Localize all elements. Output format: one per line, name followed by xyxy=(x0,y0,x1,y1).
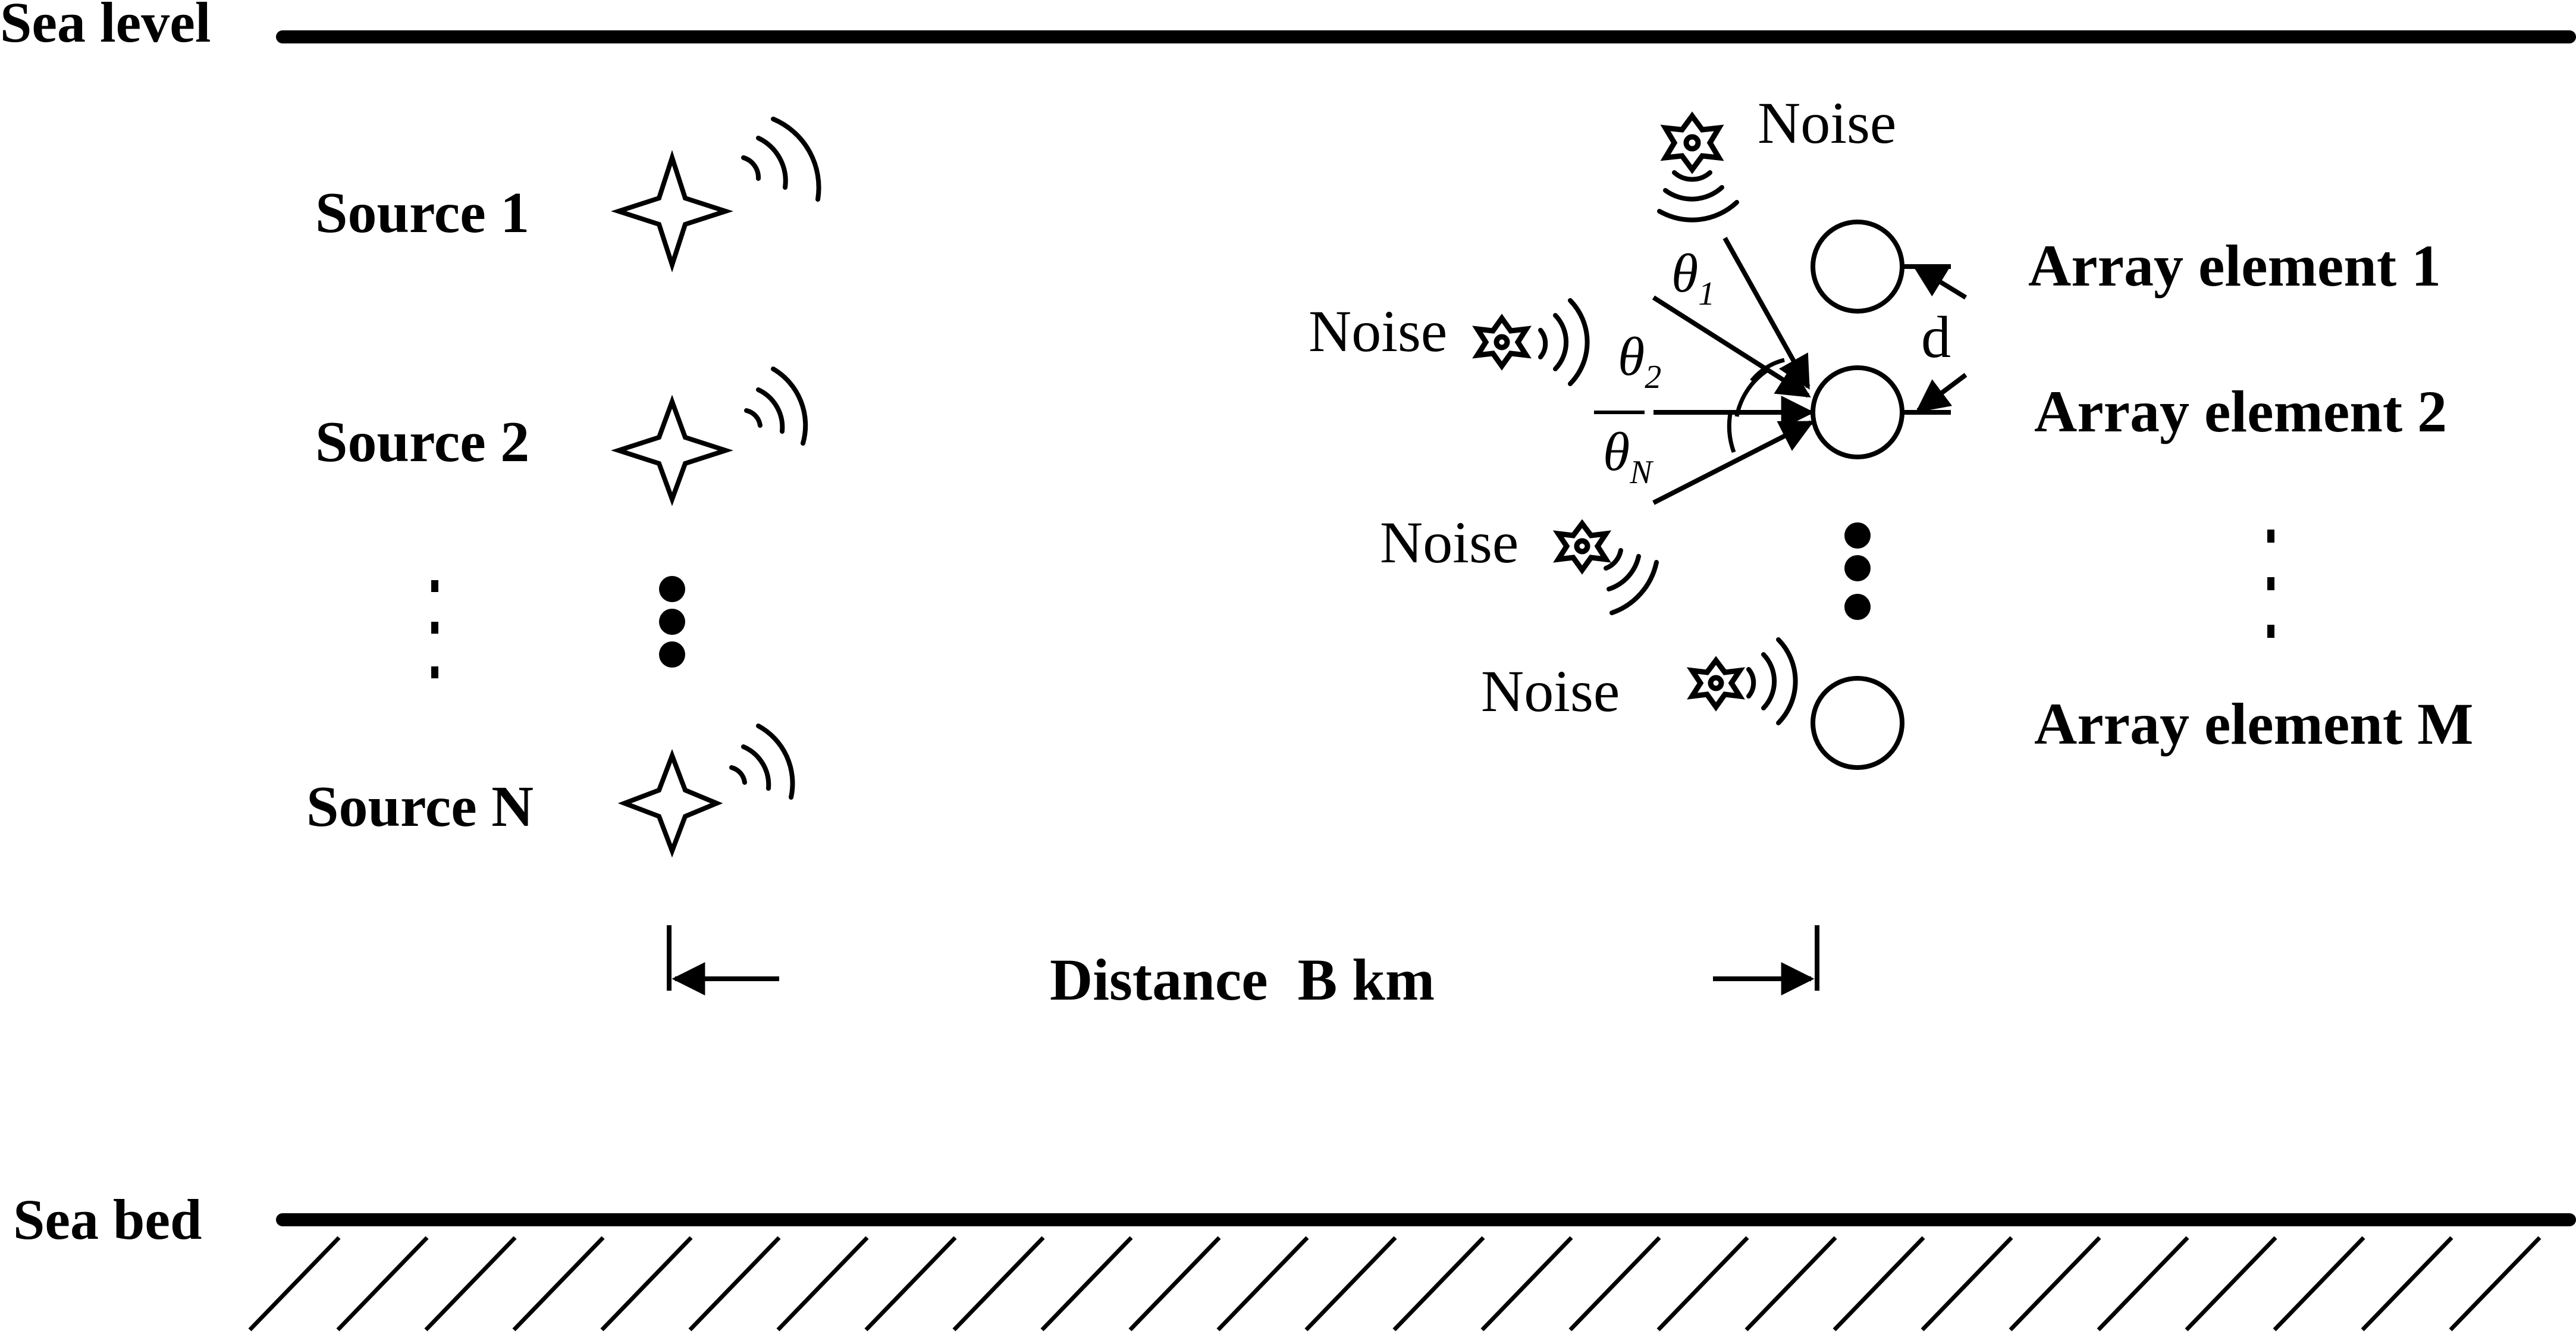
angle-theta-1-label: θ1 xyxy=(1671,243,1715,312)
seabed-hatch-line xyxy=(1040,1236,1133,1332)
noise-label-left-upper: Noise xyxy=(1309,298,1447,364)
sea-bed-label: Sea bed xyxy=(13,1188,202,1251)
noise-burst-icon-left-lower xyxy=(1552,519,1612,575)
array-ellipsis xyxy=(1844,522,2274,638)
source-n-wave-icon xyxy=(729,724,795,800)
seabed-hatching xyxy=(248,1236,2542,1332)
array-element-m-circle xyxy=(1811,676,1904,770)
seabed-hatch-line xyxy=(248,1236,341,1332)
seabed-hatch-line xyxy=(1833,1236,1925,1332)
angle-arcs xyxy=(1727,358,1785,453)
array-element-2-circle xyxy=(1811,365,1904,459)
seabed-hatch-line xyxy=(776,1236,869,1332)
noise-burst-icon-left-upper xyxy=(1472,314,1532,371)
seabed-hatch-line xyxy=(1128,1236,1221,1332)
noise-label-top: Noise xyxy=(1758,90,1896,156)
source-2-wave-icon xyxy=(744,367,808,446)
seabed-hatch-line xyxy=(688,1236,781,1332)
source-n-star-icon xyxy=(617,749,723,858)
noise-wave-icon-left-lower xyxy=(1604,548,1659,615)
source-1-wave-icon xyxy=(741,117,821,202)
array-element-2-label: Array element 2 xyxy=(2034,378,2447,444)
source-2-star-icon xyxy=(611,394,733,506)
noise-burst-icon-top xyxy=(1660,111,1724,174)
seabed-hatch-line xyxy=(1656,1236,1749,1332)
noise-wave-icon-bottom xyxy=(1746,637,1798,725)
seabed-hatch-line xyxy=(1304,1236,1397,1332)
distance-indicator xyxy=(667,925,1819,1000)
source-ellipsis xyxy=(431,576,685,678)
seabed-hatch-line xyxy=(336,1236,429,1332)
spacing-indicator xyxy=(1912,264,1968,413)
seabed-hatch-line xyxy=(952,1236,1045,1332)
noise-label-bottom: Noise xyxy=(1481,658,1620,724)
source-n-label: Source N xyxy=(306,775,534,839)
seabed-hatch-line xyxy=(2185,1236,2277,1332)
seabed-hatch-line xyxy=(1392,1236,1485,1332)
array-element-1-circle xyxy=(1811,220,1904,314)
seabed-hatch-line xyxy=(1568,1236,1661,1332)
array-element-m-label: Array element M xyxy=(2034,691,2474,757)
seabed-hatch-line xyxy=(1921,1236,2013,1332)
seabed-hatch-line xyxy=(1480,1236,1573,1332)
seabed-hatch-line xyxy=(2449,1236,2542,1332)
source-1-label: Source 1 xyxy=(315,181,529,245)
seabed-hatch-line xyxy=(864,1236,957,1332)
seabed-hatch-line xyxy=(2009,1236,2101,1332)
seabed-hatch-line xyxy=(2097,1236,2189,1332)
array-element-1-label: Array element 1 xyxy=(2028,233,2441,299)
seabed-hatch-line xyxy=(2273,1236,2365,1332)
noise-wave-icon-left-upper xyxy=(1538,298,1590,386)
seabed-hatch-line xyxy=(1744,1236,1837,1332)
source-1-star-icon xyxy=(611,150,733,273)
seabed-hatch-line xyxy=(1216,1236,1309,1332)
spacing-label: d xyxy=(1921,304,1951,370)
seabed-hatch-line xyxy=(424,1236,517,1332)
noise-burst-icon-bottom xyxy=(1686,656,1746,712)
distance-label: Distance B km xyxy=(1050,947,1435,1013)
sea-level-label: Sea level xyxy=(0,0,211,54)
seabed-hatch-line xyxy=(2361,1236,2453,1332)
angle-theta-n-label: θN xyxy=(1603,421,1653,491)
seabed-hatch-line xyxy=(512,1236,605,1332)
angle-theta-2-label: θ2 xyxy=(1618,326,1661,396)
noise-label-left-lower: Noise xyxy=(1380,509,1518,575)
noise-wave-icon-top xyxy=(1657,170,1739,223)
source-2-label: Source 2 xyxy=(315,410,529,474)
seabed-hatch-line xyxy=(600,1236,693,1332)
